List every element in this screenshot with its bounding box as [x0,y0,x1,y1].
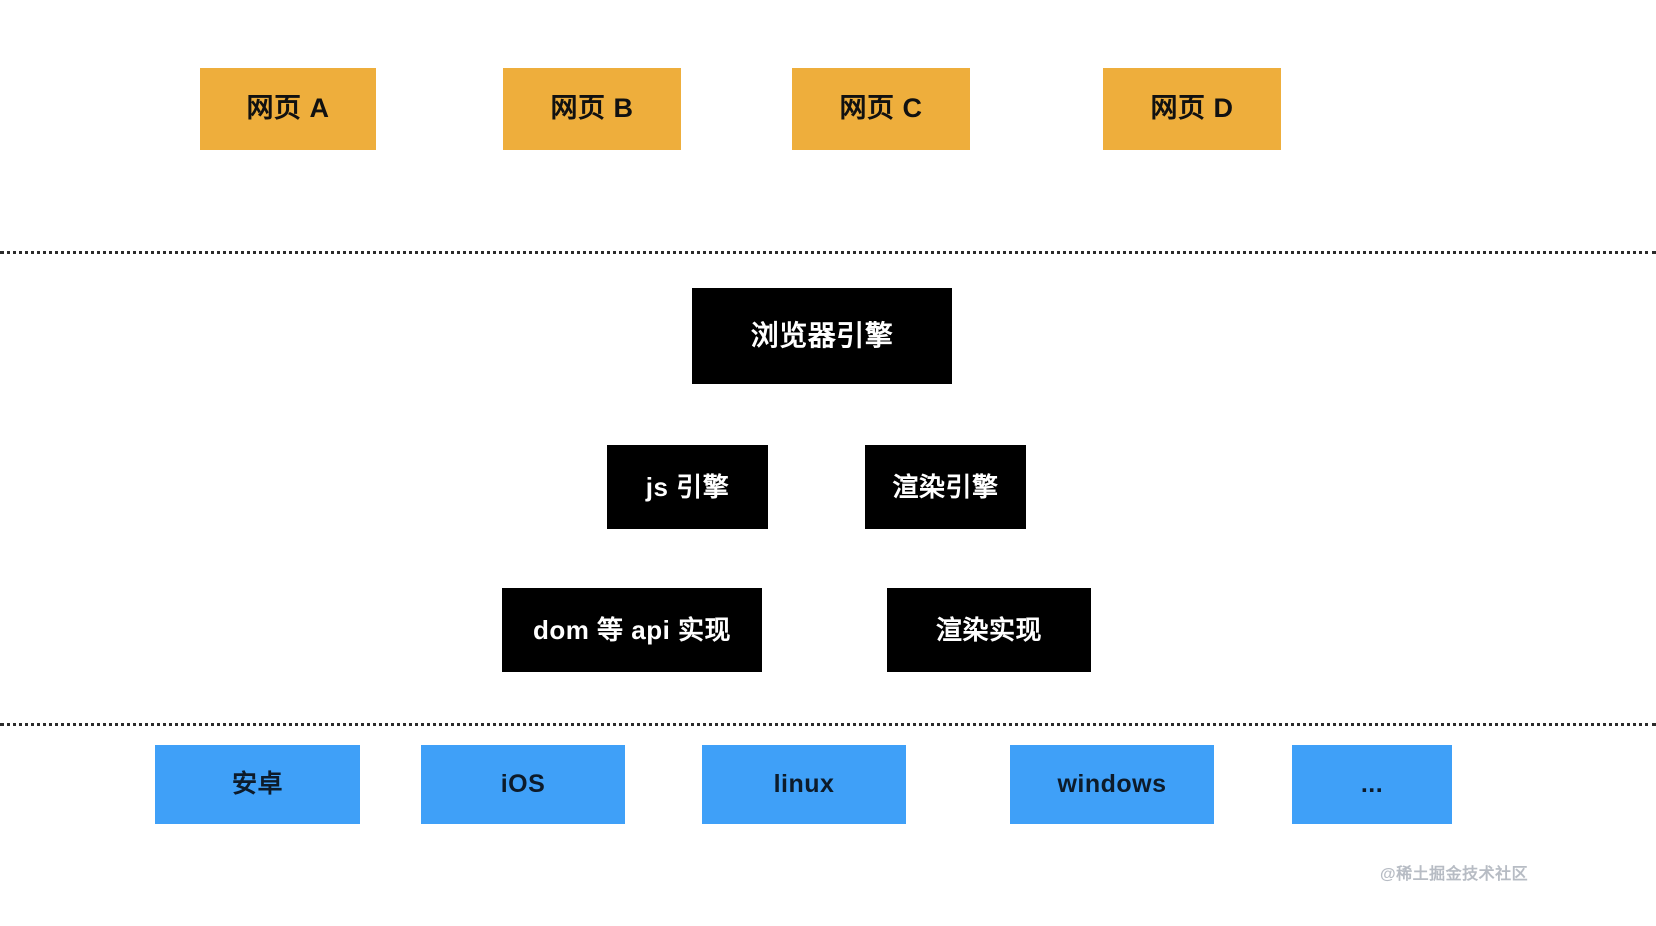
divider-engine-os [0,723,1656,726]
divider-web-engine [0,251,1656,254]
operating-systems-node[interactable]: windows [1010,745,1214,824]
web-pages-node[interactable]: 网页 A [200,68,376,150]
web-pages-node[interactable]: 网页 B [503,68,681,150]
operating-systems-node[interactable]: ... [1292,745,1452,824]
engine-subsystems-node[interactable]: 渲染引擎 [865,445,1026,529]
operating-systems-node[interactable]: 安卓 [155,745,360,824]
operating-systems-node[interactable]: iOS [421,745,625,824]
web-pages-node[interactable]: 网页 D [1103,68,1281,150]
engine-subsystems-node[interactable]: js 引擎 [607,445,768,529]
web-pages-node[interactable]: 网页 C [792,68,970,150]
engine-implementations-node[interactable]: 渲染实现 [887,588,1091,672]
engine-implementations-node[interactable]: dom 等 api 实现 [502,588,762,672]
operating-systems-node[interactable]: linux [702,745,906,824]
browser-engine-node[interactable]: 浏览器引擎 [692,288,952,384]
watermark: @稀土掘金技术社区 [1380,866,1529,883]
